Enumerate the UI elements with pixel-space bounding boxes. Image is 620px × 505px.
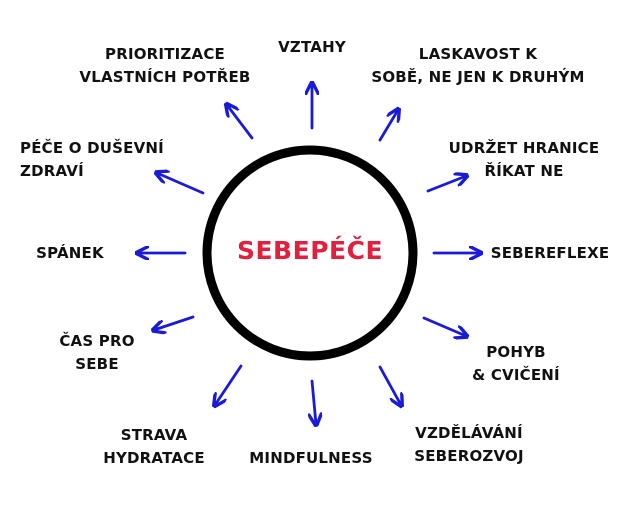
arrow-laskavost — [378, 110, 398, 142]
label-dusevni-line-1: PÉČE O DUŠEVNÍ — [20, 139, 164, 157]
arrow-mindfulness — [312, 379, 316, 424]
arrow-pohyb — [422, 316, 466, 336]
label-dusevni-zdravi: PÉČE O DUŠEVNÍ ZDRAVÍ — [20, 137, 164, 183]
label-hranice-line-2: ŘÍKAT NE — [484, 162, 564, 180]
arrow-hranice — [426, 176, 466, 193]
arrows-group — [138, 84, 480, 424]
label-strava-line-2: HYDRATACE — [103, 449, 205, 467]
label-mindfulness: MINDFULNESS — [249, 447, 372, 470]
label-spanek: SPÁNEK — [36, 242, 104, 265]
label-laskavost-line-1: LASKAVOST K — [418, 45, 538, 63]
label-cas-line-2: SEBE — [75, 355, 119, 373]
label-pohyb: POHYB & CVIČENÍ — [472, 341, 560, 387]
label-vztahy-line-1: VZTAHY — [278, 38, 346, 56]
label-mindfulness-line-1: MINDFULNESS — [249, 449, 373, 467]
label-strava-line-1: STRAVA — [120, 426, 188, 444]
label-prioritizace-line-1: PRIORITIZACE — [105, 45, 225, 63]
label-laskavost-line-2: SOBĚ, NE JEN K DRUHÝM — [371, 68, 585, 86]
center-title: SEBEPÉČE — [236, 236, 384, 265]
label-dusevni-line-2: ZDRAVÍ — [20, 162, 84, 180]
label-vzdelavani: VZDĚLÁVÁNÍ SEBEROZVOJ — [414, 422, 524, 468]
arrow-prioritizace — [227, 105, 254, 140]
label-laskavost: LASKAVOST K SOBĚ, NE JEN K DRUHÝM — [371, 43, 584, 89]
label-hranice: UDRŽET HRANICE ŘÍKAT NE — [449, 137, 600, 183]
arrow-vzdelavani — [378, 365, 401, 405]
label-spanek-line-1: SPÁNEK — [36, 244, 104, 262]
center-ring — [202, 145, 418, 361]
label-cas-line-1: ČAS PRO — [59, 332, 135, 350]
arrow-strava — [215, 364, 243, 405]
label-vzdelavani-line-1: VZDĚLÁVÁNÍ — [415, 424, 523, 442]
label-prioritizace-line-2: VLASTNÍCH POTŘEB — [79, 68, 251, 86]
label-cas-pro-sebe: ČAS PRO SEBE — [59, 330, 134, 376]
label-vztahy: VZTAHY — [278, 36, 346, 59]
label-pohyb-line-1: POHYB — [486, 343, 546, 361]
arrow-dusevni — [157, 173, 205, 195]
label-hranice-line-1: UDRŽET HRANICE — [448, 139, 600, 157]
label-prioritizace: PRIORITIZACE VLASTNÍCH POTŘEB — [79, 43, 250, 89]
label-pohyb-line-2: & CVIČENÍ — [472, 366, 560, 384]
label-sebereflexe-line-1: SEBEREFLEXE — [490, 244, 610, 262]
label-vzdelavani-line-2: SEBEROZVOJ — [414, 447, 524, 465]
label-sebereflexe: SEBEREFLEXE — [491, 242, 610, 265]
label-strava: STRAVA HYDRATACE — [103, 424, 205, 470]
arrow-cas — [154, 315, 195, 330]
